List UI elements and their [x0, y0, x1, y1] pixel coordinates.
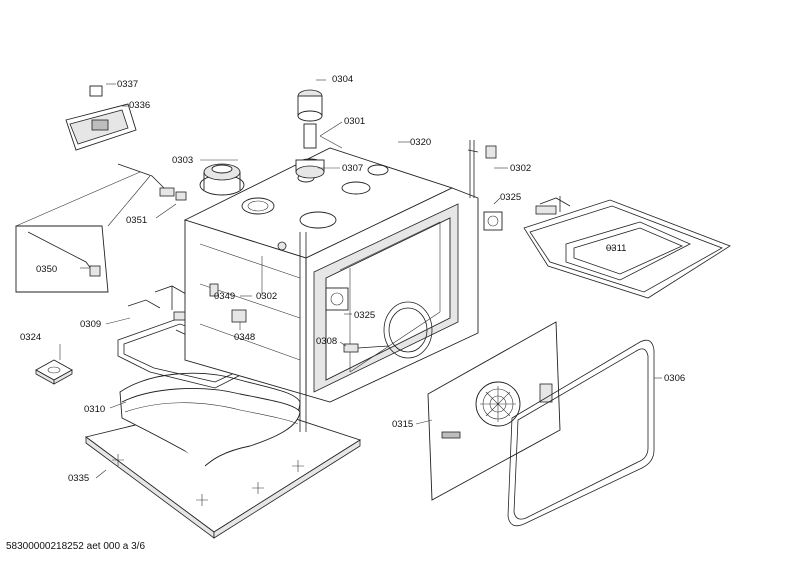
- ring-heater-part: [343, 301, 433, 359]
- part-label-0315: 0315: [392, 419, 413, 430]
- oven-cavity-part: [183, 140, 479, 432]
- part-label-0348: 0348: [234, 332, 255, 343]
- part-label-0302: 0302: [510, 163, 531, 174]
- leader-lines: [59, 79, 662, 479]
- insulation-mat-part: [119, 372, 301, 467]
- bracket-part-0349: [209, 283, 219, 297]
- door-inner-panel-part: [427, 321, 561, 501]
- control-board-part: [65, 85, 137, 151]
- part-label-0350: 0350: [36, 264, 57, 275]
- part-label-0324: 0324: [20, 332, 41, 343]
- part-label-0307: 0307: [342, 163, 363, 174]
- part-label-0308: 0308: [316, 336, 337, 347]
- part-labels: 0337 0336 0304 0301 0320 0303 0307 0302 …: [20, 74, 685, 484]
- part-label-0351: 0351: [126, 215, 147, 226]
- door-seal-part: [507, 339, 655, 527]
- detail-inset: [15, 171, 151, 293]
- part-label-0311: 0311: [606, 243, 626, 254]
- part-label-0309: 0309: [80, 319, 101, 330]
- part-label-0325: 0325: [500, 192, 521, 203]
- part-label-0303: 0303: [172, 155, 193, 166]
- clip-part-0302-right: [485, 145, 497, 159]
- part-label-0335: 0335: [68, 473, 89, 484]
- part-label-0349: 0349: [214, 291, 235, 302]
- sensor-probe-part: [117, 163, 187, 201]
- knob-switch-part: [295, 89, 325, 179]
- pad-part-0324: [35, 359, 73, 385]
- part-label-0301: 0301: [344, 116, 365, 127]
- part-label-0337: 0337: [117, 79, 138, 90]
- lamp-socket-part-left: [325, 287, 349, 311]
- grill-element-part: [523, 196, 731, 299]
- document-reference-footer: 58300000218252 aet 000 a 3/6: [6, 541, 146, 552]
- part-label-0325: 0325: [354, 310, 375, 321]
- part-label-0336: 0336: [129, 100, 150, 111]
- part-label-0310: 0310: [84, 404, 105, 415]
- lamp-socket-part-right: [483, 211, 503, 231]
- fan-motor-part: [199, 163, 245, 196]
- bracket-part-0348: [231, 309, 247, 323]
- part-label-0306: 0306: [664, 373, 685, 384]
- part-label-0320: 0320: [410, 137, 431, 148]
- part-label-0304: 0304: [332, 74, 353, 85]
- part-label-0302: 0302: [256, 291, 277, 302]
